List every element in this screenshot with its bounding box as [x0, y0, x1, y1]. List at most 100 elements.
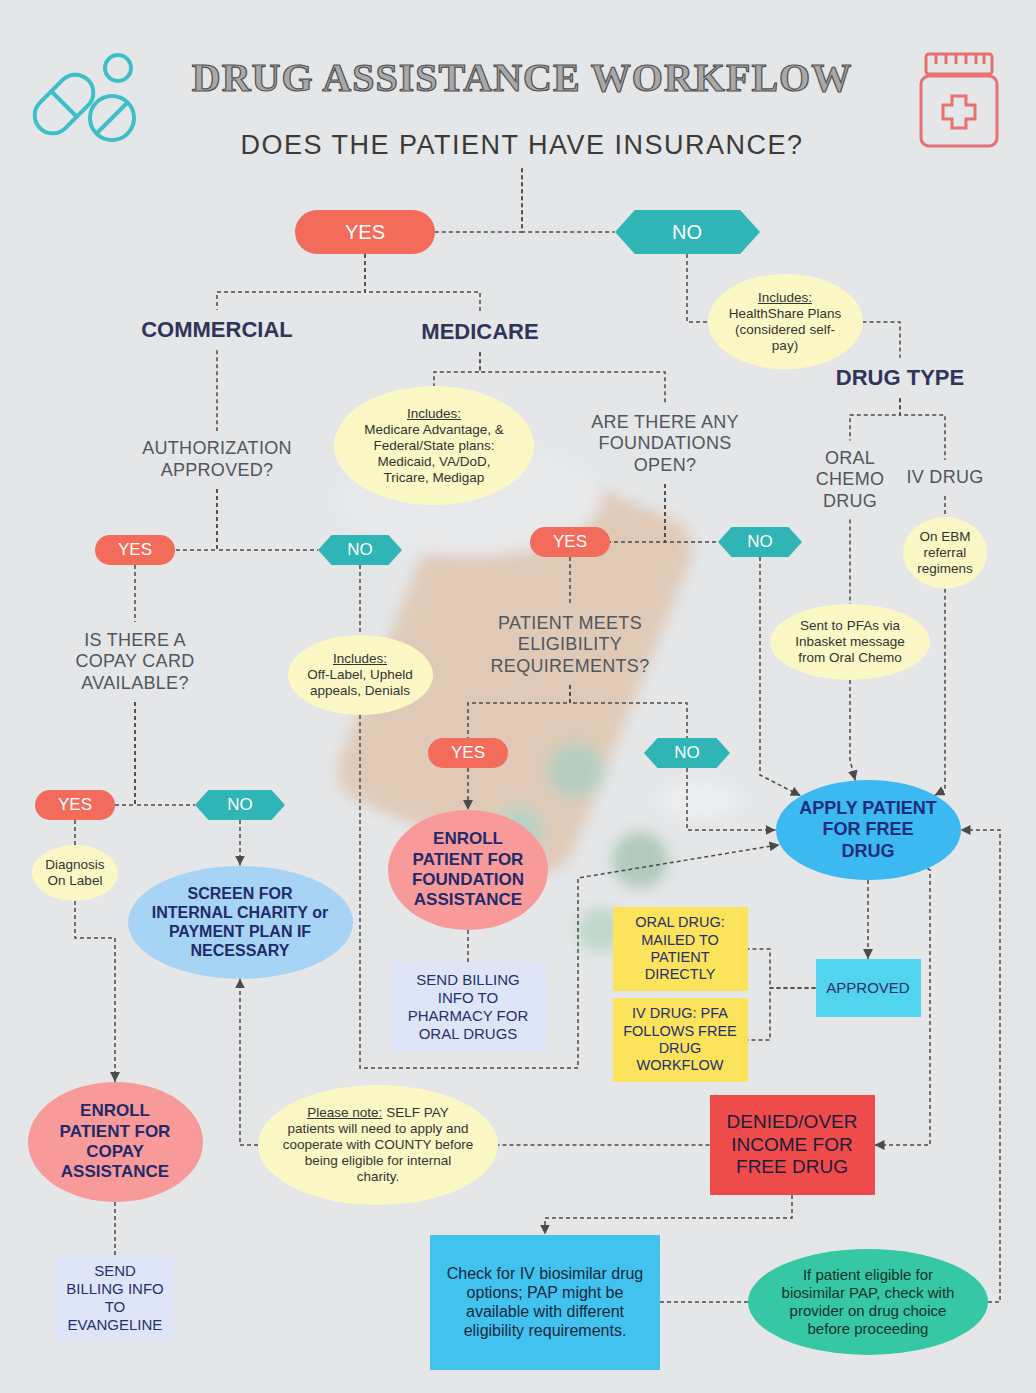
flow-connector: [665, 484, 718, 542]
node-label: PATIENT MEETS ELIGIBILITY REQUIREMENTS?: [482, 613, 658, 678]
flow-connector: [748, 988, 816, 1040]
category-heading: COMMERCIAL: [127, 315, 307, 345]
pills-icon: [27, 55, 134, 141]
yes-pill: YES: [35, 790, 115, 820]
pill-dot: [660, 782, 740, 818]
note-bubble: Includes:Medicare Advantage, & Federal/S…: [334, 386, 534, 505]
flow-connector: [687, 768, 776, 830]
ellipse-fill: [708, 274, 863, 369]
note-bubble: Includes:HealthShare Plans (considered s…: [708, 274, 863, 369]
flow-connector: [522, 168, 615, 232]
node-label: Sent to PFAs via Inbasket message from O…: [786, 618, 914, 667]
yes-pill: YES: [295, 210, 435, 254]
decision-question: AUTHORIZATION APPROVED?: [127, 436, 307, 484]
ellipse-fill: [776, 780, 961, 880]
billing-box: SEND BILLING INFO TO PHARMACY FOR ORAL D…: [391, 962, 546, 1052]
node-label: YES: [553, 532, 587, 552]
ellipse-fill: [288, 635, 433, 715]
node-label: ENROLL PATIENT FOR COPAY ASSISTANCE: [45, 1101, 185, 1183]
node-label: SEND BILLING INFO TO EVANGELINE: [64, 1262, 166, 1334]
note-heading: Includes:: [302, 651, 418, 667]
flow-connector: [217, 489, 318, 550]
flow-connector: [114, 1202, 116, 1255]
text-holder: ENROLL PATIENT FOR FOUNDATION ASSISTANCE: [404, 829, 532, 911]
node-label: YES: [118, 540, 152, 560]
biosimilar-box: Check for IV biosimilar drug options; PA…: [430, 1235, 660, 1370]
flow-connector: [365, 254, 480, 312]
text-holder: ARE THERE ANY FOUNDATIONS OPEN?: [580, 412, 751, 477]
pill-fill: [35, 790, 115, 820]
text-holder: Diagnosis On Label: [41, 857, 110, 889]
text-holder: If patient eligible for biosimilar PAP, …: [772, 1266, 964, 1338]
text-holder: YES: [345, 220, 385, 244]
text-holder: YES: [553, 532, 587, 552]
no-hexagon: NO: [644, 738, 730, 768]
capsule-outline: [27, 67, 101, 141]
ellipse-fill: [770, 604, 930, 680]
text-holder: YES: [118, 540, 152, 560]
text-holder: YES: [58, 795, 92, 815]
category-heading: DRUG TYPE: [828, 363, 973, 393]
note-heading: Includes:: [354, 406, 514, 422]
bottle-outline: [921, 76, 997, 146]
text-holder: Includes:Off-Label, Upheld appeals, Deni…: [302, 651, 418, 700]
flow-connector: [435, 168, 522, 232]
node-label: MEDICARE: [421, 319, 538, 345]
text-holder: APPROVED: [824, 979, 913, 997]
note-text: Medicare Advantage, & Federal/State plan…: [354, 422, 514, 487]
no-hexagon: NO: [318, 535, 402, 565]
enroll-ellipse: ENROLL PATIENT FOR COPAY ASSISTANCE: [28, 1082, 203, 1202]
flow-connector: [850, 398, 900, 440]
text-holder: MEDICARE: [421, 319, 538, 345]
flow-connector: [610, 484, 665, 542]
outcome-box: ORAL DRUG: MAILED TO PATIENT DIRECTLY: [613, 907, 748, 991]
text-holder: NO: [347, 540, 373, 560]
flow-connector: [434, 352, 480, 386]
text-holder: Includes:HealthShare Plans (considered s…: [723, 290, 847, 355]
tablet-score: [97, 103, 127, 133]
text-holder: DENIED/OVER INCOME FOR FREE DRUG: [718, 1111, 867, 1179]
ellipse-outline: [128, 866, 353, 979]
action-circle: APPLY PATIENT FOR FREE DRUG: [776, 780, 961, 880]
pill-fill: [95, 535, 175, 565]
flow-connector: [867, 880, 869, 959]
category-heading: MEDICARE: [410, 317, 550, 347]
hexagon-fill: [195, 790, 285, 820]
flow-connector: [961, 830, 1001, 1302]
flow-connector: [480, 352, 665, 404]
flow-connector: [217, 254, 365, 310]
hexagon-fill: [644, 738, 730, 768]
text-holder: SEND BILLING INFO TO PHARMACY FOR ORAL D…: [399, 971, 538, 1043]
flow-connector: [216, 350, 218, 431]
node-label: APPROVED: [824, 979, 913, 997]
node-label: ORAL CHEMO DRUG: [810, 448, 890, 513]
ellipse-fill: [334, 386, 534, 505]
text-holder: IS THERE A COPAY CARD AVAILABLE?: [67, 630, 203, 695]
node-label: IV DRUG: [901, 467, 989, 489]
flow-connector: [935, 589, 945, 796]
ellipse-fill: [128, 866, 353, 979]
text-holder: NO: [747, 532, 773, 552]
decision-question: ARE THERE ANY FOUNDATIONS OPEN?: [578, 409, 753, 479]
flow-connector: [468, 685, 570, 738]
node-label: NO: [672, 220, 702, 244]
flow-connector: [498, 1144, 710, 1146]
text-holder: SCREEN FOR INTERNAL CHARITY or PAYMENT P…: [150, 884, 330, 961]
ellipse-fill: [388, 810, 548, 930]
decision-question: PATIENT MEETS ELIGIBILITY REQUIREMENTS?: [480, 610, 660, 680]
bottle-cap-outline: [926, 54, 992, 74]
flow-connector: [467, 768, 469, 810]
text-holder: DRUG TYPE: [836, 365, 964, 391]
node-label: DOES THE PATIENT HAVE INSURANCE?: [174, 129, 870, 161]
text-holder: On EBM referral regimens: [911, 529, 978, 578]
node-label: NO: [747, 532, 773, 552]
capsule-split: [51, 91, 76, 116]
no-hexagon: NO: [195, 790, 285, 820]
flow-connector: [687, 254, 708, 322]
text-holder: IV DRUG: [901, 467, 989, 489]
enroll-ellipse: ENROLL PATIENT FOR FOUNDATION ASSISTANCE: [388, 810, 548, 930]
yes-pill: YES: [530, 527, 610, 557]
note-bubble: Sent to PFAs via Inbasket message from O…: [770, 604, 930, 680]
bottle-icon: [921, 54, 997, 146]
